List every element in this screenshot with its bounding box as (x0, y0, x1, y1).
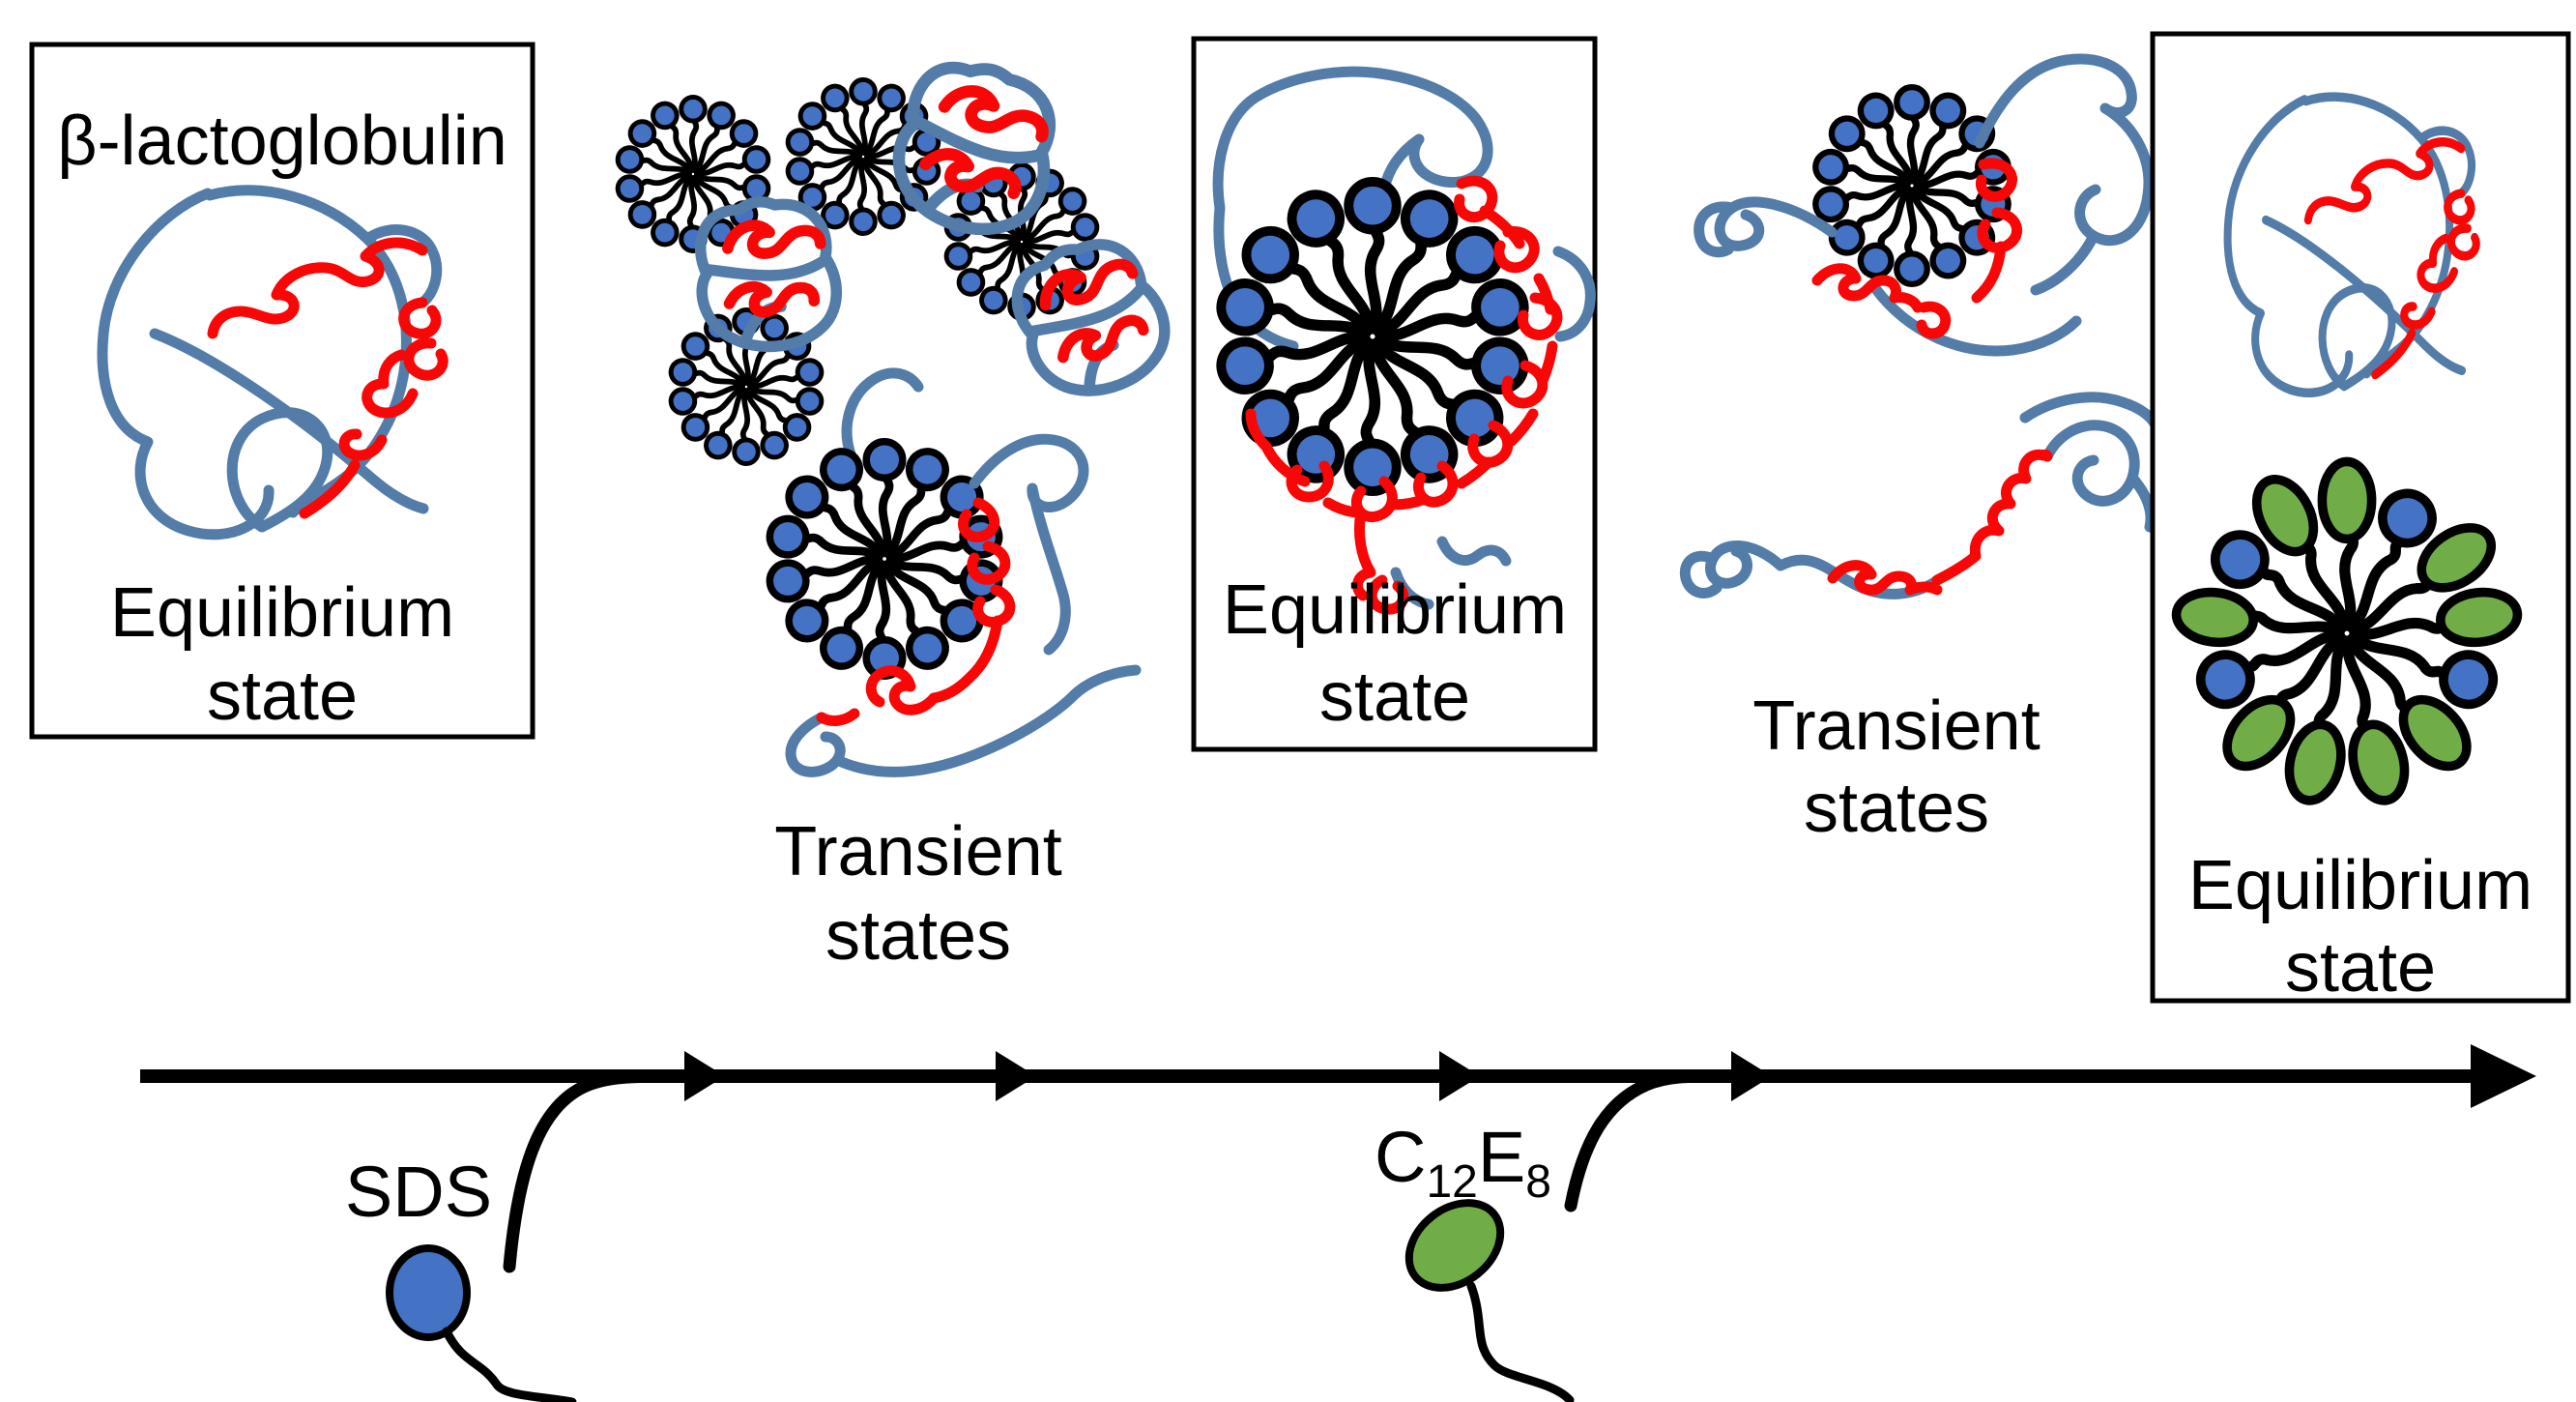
c12e8-transient-label-line1: Transient (1752, 687, 2040, 765)
sds-head-icon (386, 1244, 471, 1341)
c12e8-addition-curve (1564, 1069, 1747, 1212)
panel-sds-equilibrium: Equilibrium state (1191, 36, 1598, 752)
refolding-chain-helix (1827, 449, 2053, 596)
refolding-chain-motif (1679, 392, 2163, 599)
timeline-axis (140, 1044, 2536, 1273)
releasing-protein-blue-strand (1693, 53, 2155, 357)
mixed-equilibrium-label-line1: Equilibrium (2188, 847, 2533, 924)
sds-legend: SDS (345, 1152, 577, 1402)
sds-addition-curve (503, 1069, 689, 1273)
panel-mixed-equilibrium: Equilibrium state (2150, 31, 2571, 1007)
time-axis-end-arrowhead (2471, 1044, 2536, 1108)
native-equilibrium-label-line1: Equilibrium (110, 574, 454, 652)
c12e8-legend: C12E8 (1375, 1117, 1575, 1402)
protein-on-micelle-motif (767, 367, 1142, 777)
sds-transient-label-line2: states (825, 897, 1011, 975)
panel-native-equilibrium: β-lactoglobulin Equilibrium state (29, 42, 535, 740)
sds-micelle-bound (767, 442, 1003, 677)
native-equilibrium-label-line2: state (207, 657, 358, 735)
sds-label: SDS (345, 1152, 492, 1232)
linker-strand (841, 367, 924, 460)
sds-tail-icon (442, 1327, 577, 1402)
unfolded-chain-helix (816, 497, 1016, 726)
beta-lactoglobulin-title: β-lactoglobulin (57, 102, 507, 180)
c12e8-head-icon (1404, 1199, 1505, 1292)
panel-sds-transient: Transient states (616, 54, 1182, 975)
c12e8-label: C12E8 (1375, 1117, 1551, 1208)
panel-c12e8-transient: Transient states (1679, 53, 2163, 847)
c12e8-transient-label-line2: states (1804, 770, 1989, 847)
refolding-chain-blue (1679, 392, 2163, 599)
c12e8-tail-icon (1466, 1281, 1575, 1402)
mixed-equilibrium-label-line2: state (2285, 929, 2436, 1007)
wrapped-protein-helix (1245, 175, 1563, 615)
unfolded-chain-blue (785, 433, 1142, 777)
sds-equilibrium-label-line2: state (1319, 658, 1470, 736)
releasing-protein-helix (1811, 158, 2022, 339)
native-state-box (29, 42, 535, 740)
sds-equilibrium-label-line1: Equilibrium (1223, 571, 1567, 649)
sds-transient-label-line1: Transient (774, 813, 1061, 891)
